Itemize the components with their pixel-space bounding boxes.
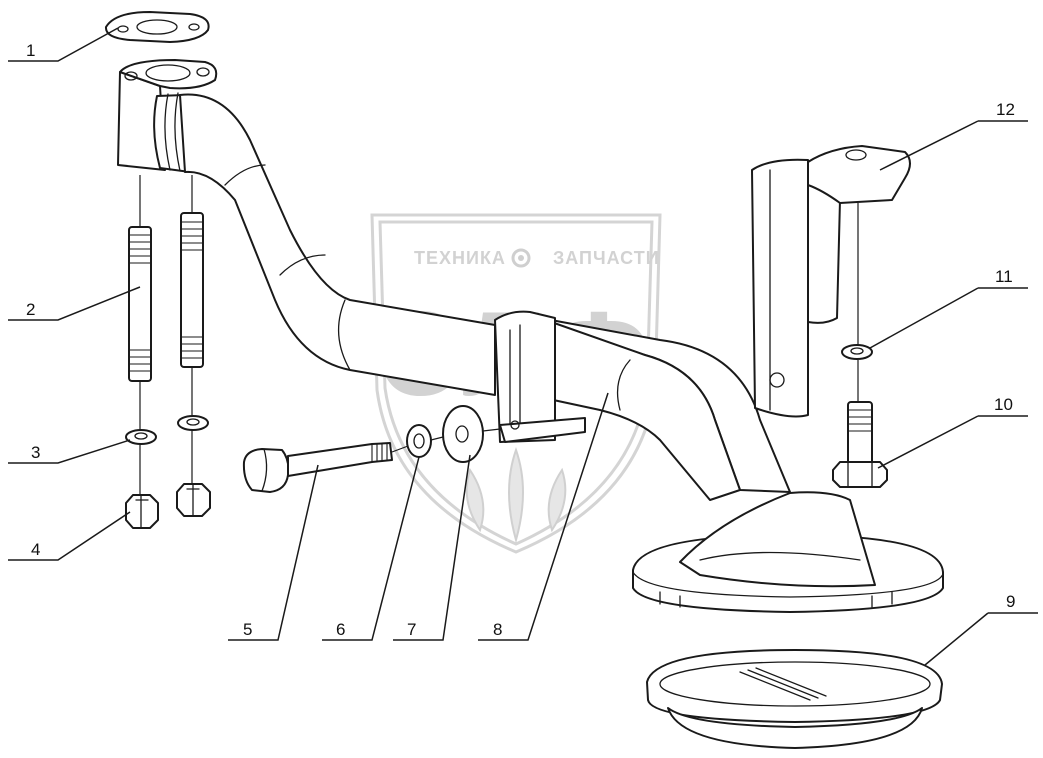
stud-part-2-right: [180, 212, 204, 368]
leader-7: [393, 454, 471, 641]
callout-3: 3: [31, 443, 40, 462]
callout-2: 2: [26, 300, 35, 319]
bolt-part-5: [242, 442, 393, 493]
callout-numbers: 1 2 3 4 5 6 7 8 9 10 11 12: [26, 41, 1015, 639]
callout-5: 5: [243, 620, 252, 639]
leader-8: [478, 392, 609, 641]
stud-axis-lines: [139, 175, 193, 495]
nut-part-4-left: [125, 494, 159, 529]
strainer-screen-part-9: [646, 649, 943, 749]
callout-8: 8: [493, 620, 502, 639]
leader-2: [8, 286, 141, 321]
leader-6: [322, 456, 420, 641]
callout-7: 7: [407, 620, 416, 639]
callout-11: 11: [995, 267, 1013, 286]
bracket-part-12: [751, 145, 911, 418]
leader-10: [877, 415, 1028, 469]
spring-washer-part-6: [406, 424, 432, 458]
washer-part-3-left: [125, 429, 157, 445]
callout-9: 9: [1006, 592, 1015, 611]
leader-11: [869, 287, 1028, 349]
gasket-part-1: [104, 11, 210, 43]
gear-icon: [511, 248, 531, 268]
leader-9: [924, 612, 1038, 666]
watermark-right-text: ЗАПЧАСТИ: [553, 248, 660, 268]
wheat-ear-icon: [465, 446, 567, 544]
flat-washer-part-7: [442, 405, 484, 463]
leader-1: [8, 27, 119, 62]
watermark-shield-inner: [378, 220, 654, 546]
strainer-housing-part-8-lower: [632, 491, 944, 613]
callout-1: 1: [26, 41, 35, 60]
suction-pipe-part-8: [117, 59, 791, 501]
leader-12: [879, 120, 1028, 171]
callout-4: 4: [31, 540, 40, 559]
stud-part-2-left: [128, 226, 152, 382]
watermark-shield: [370, 213, 662, 554]
watermark-left-text: ТЕХНИКА: [414, 248, 506, 268]
callout-6: 6: [336, 620, 345, 639]
nut-part-4-right: [176, 483, 211, 517]
bolt-axis-line: [391, 428, 501, 453]
washer-part-3-right: [177, 415, 209, 431]
bolt-part-10: [832, 401, 888, 488]
leader-3: [8, 439, 131, 464]
leader-lines: [8, 27, 1038, 666]
callout-10: 10: [994, 395, 1013, 414]
leader-4: [8, 511, 131, 561]
callout-12: 12: [996, 100, 1015, 119]
leader-5: [228, 464, 319, 641]
washer-part-11: [841, 344, 873, 360]
